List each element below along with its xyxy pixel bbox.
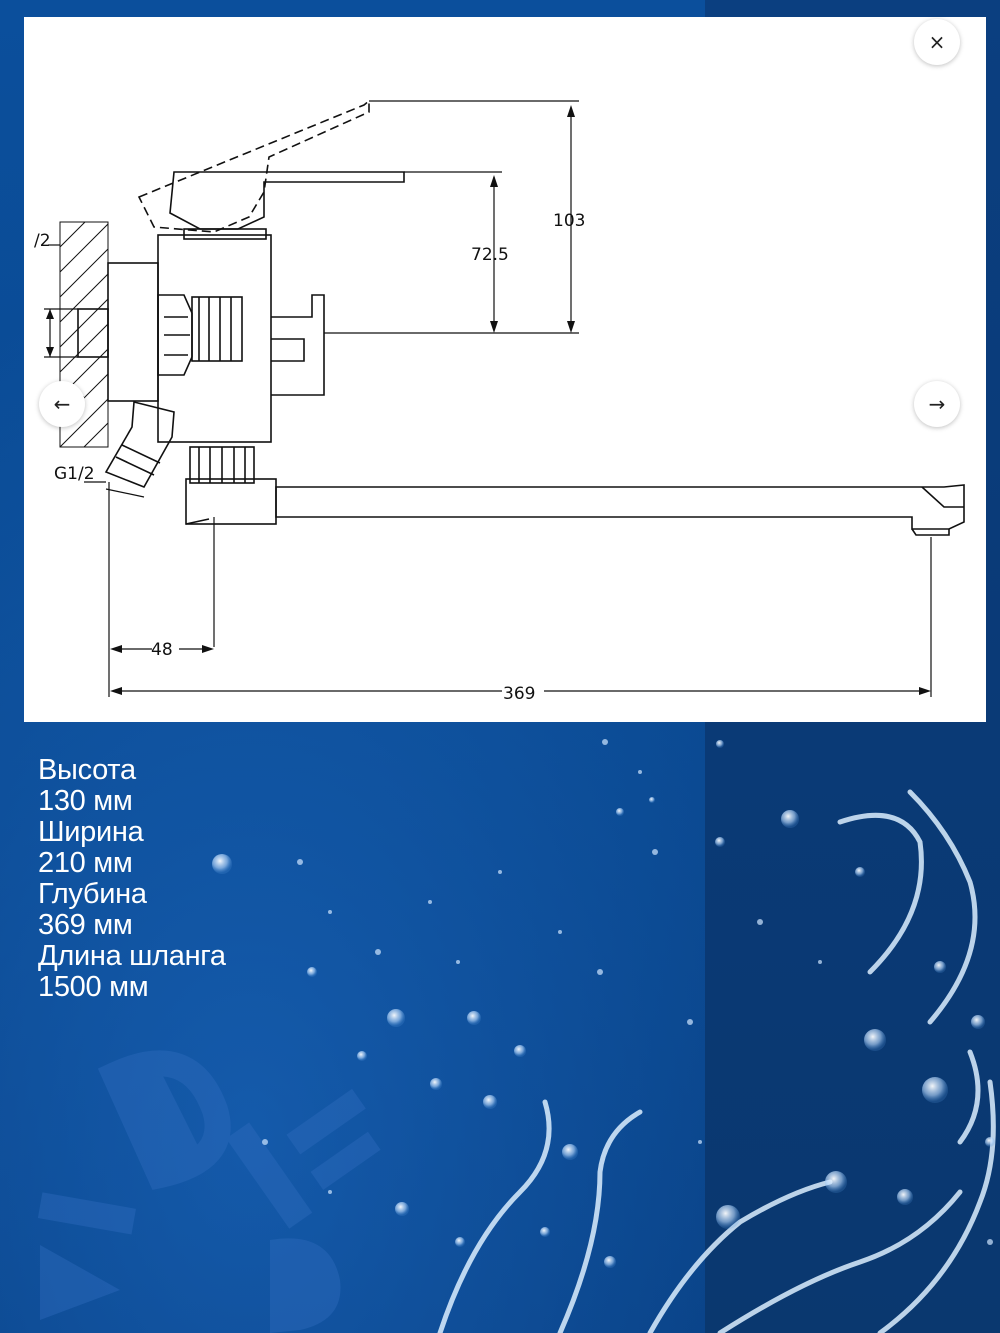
dim-height-total: 103 (553, 211, 585, 231)
water-splash-illustration (212, 739, 996, 1333)
close-button[interactable]: × (914, 19, 960, 65)
dim-length: 369 (503, 684, 535, 704)
spec-width-label: Ширина (38, 816, 144, 848)
dim-height-lever: 72.5 (471, 245, 509, 265)
drawing-viewer: 103 72.5 /2 G1/2 48 369 (24, 17, 986, 722)
faucet-technical-drawing: 103 72.5 /2 G1/2 48 369 (34, 99, 965, 704)
spec-depth-value: 369 мм (38, 909, 133, 941)
spec-hose-value: 1500 мм (38, 971, 149, 1003)
spec-width-value: 210 мм (38, 847, 133, 879)
previous-image-button[interactable]: ← (39, 381, 85, 427)
spec-height-label: Высота (38, 754, 136, 786)
next-image-button[interactable]: → (914, 381, 960, 427)
dim-offset: 48 (151, 640, 173, 660)
spec-height-value: 130 мм (38, 785, 133, 817)
product-specs: Высота 130 мм Ширина 210 мм Глубина 369 … (38, 755, 226, 1003)
dim-half-inch-label: /2 (34, 231, 51, 251)
arrow-left-icon: ← (53, 392, 71, 416)
dim-thread-label: G1/2 (54, 464, 95, 484)
spec-hose-label: Длина шланга (38, 940, 226, 972)
arrow-right-icon: → (928, 392, 946, 416)
close-icon: × (928, 30, 946, 54)
spec-depth-label: Глубина (38, 878, 147, 910)
